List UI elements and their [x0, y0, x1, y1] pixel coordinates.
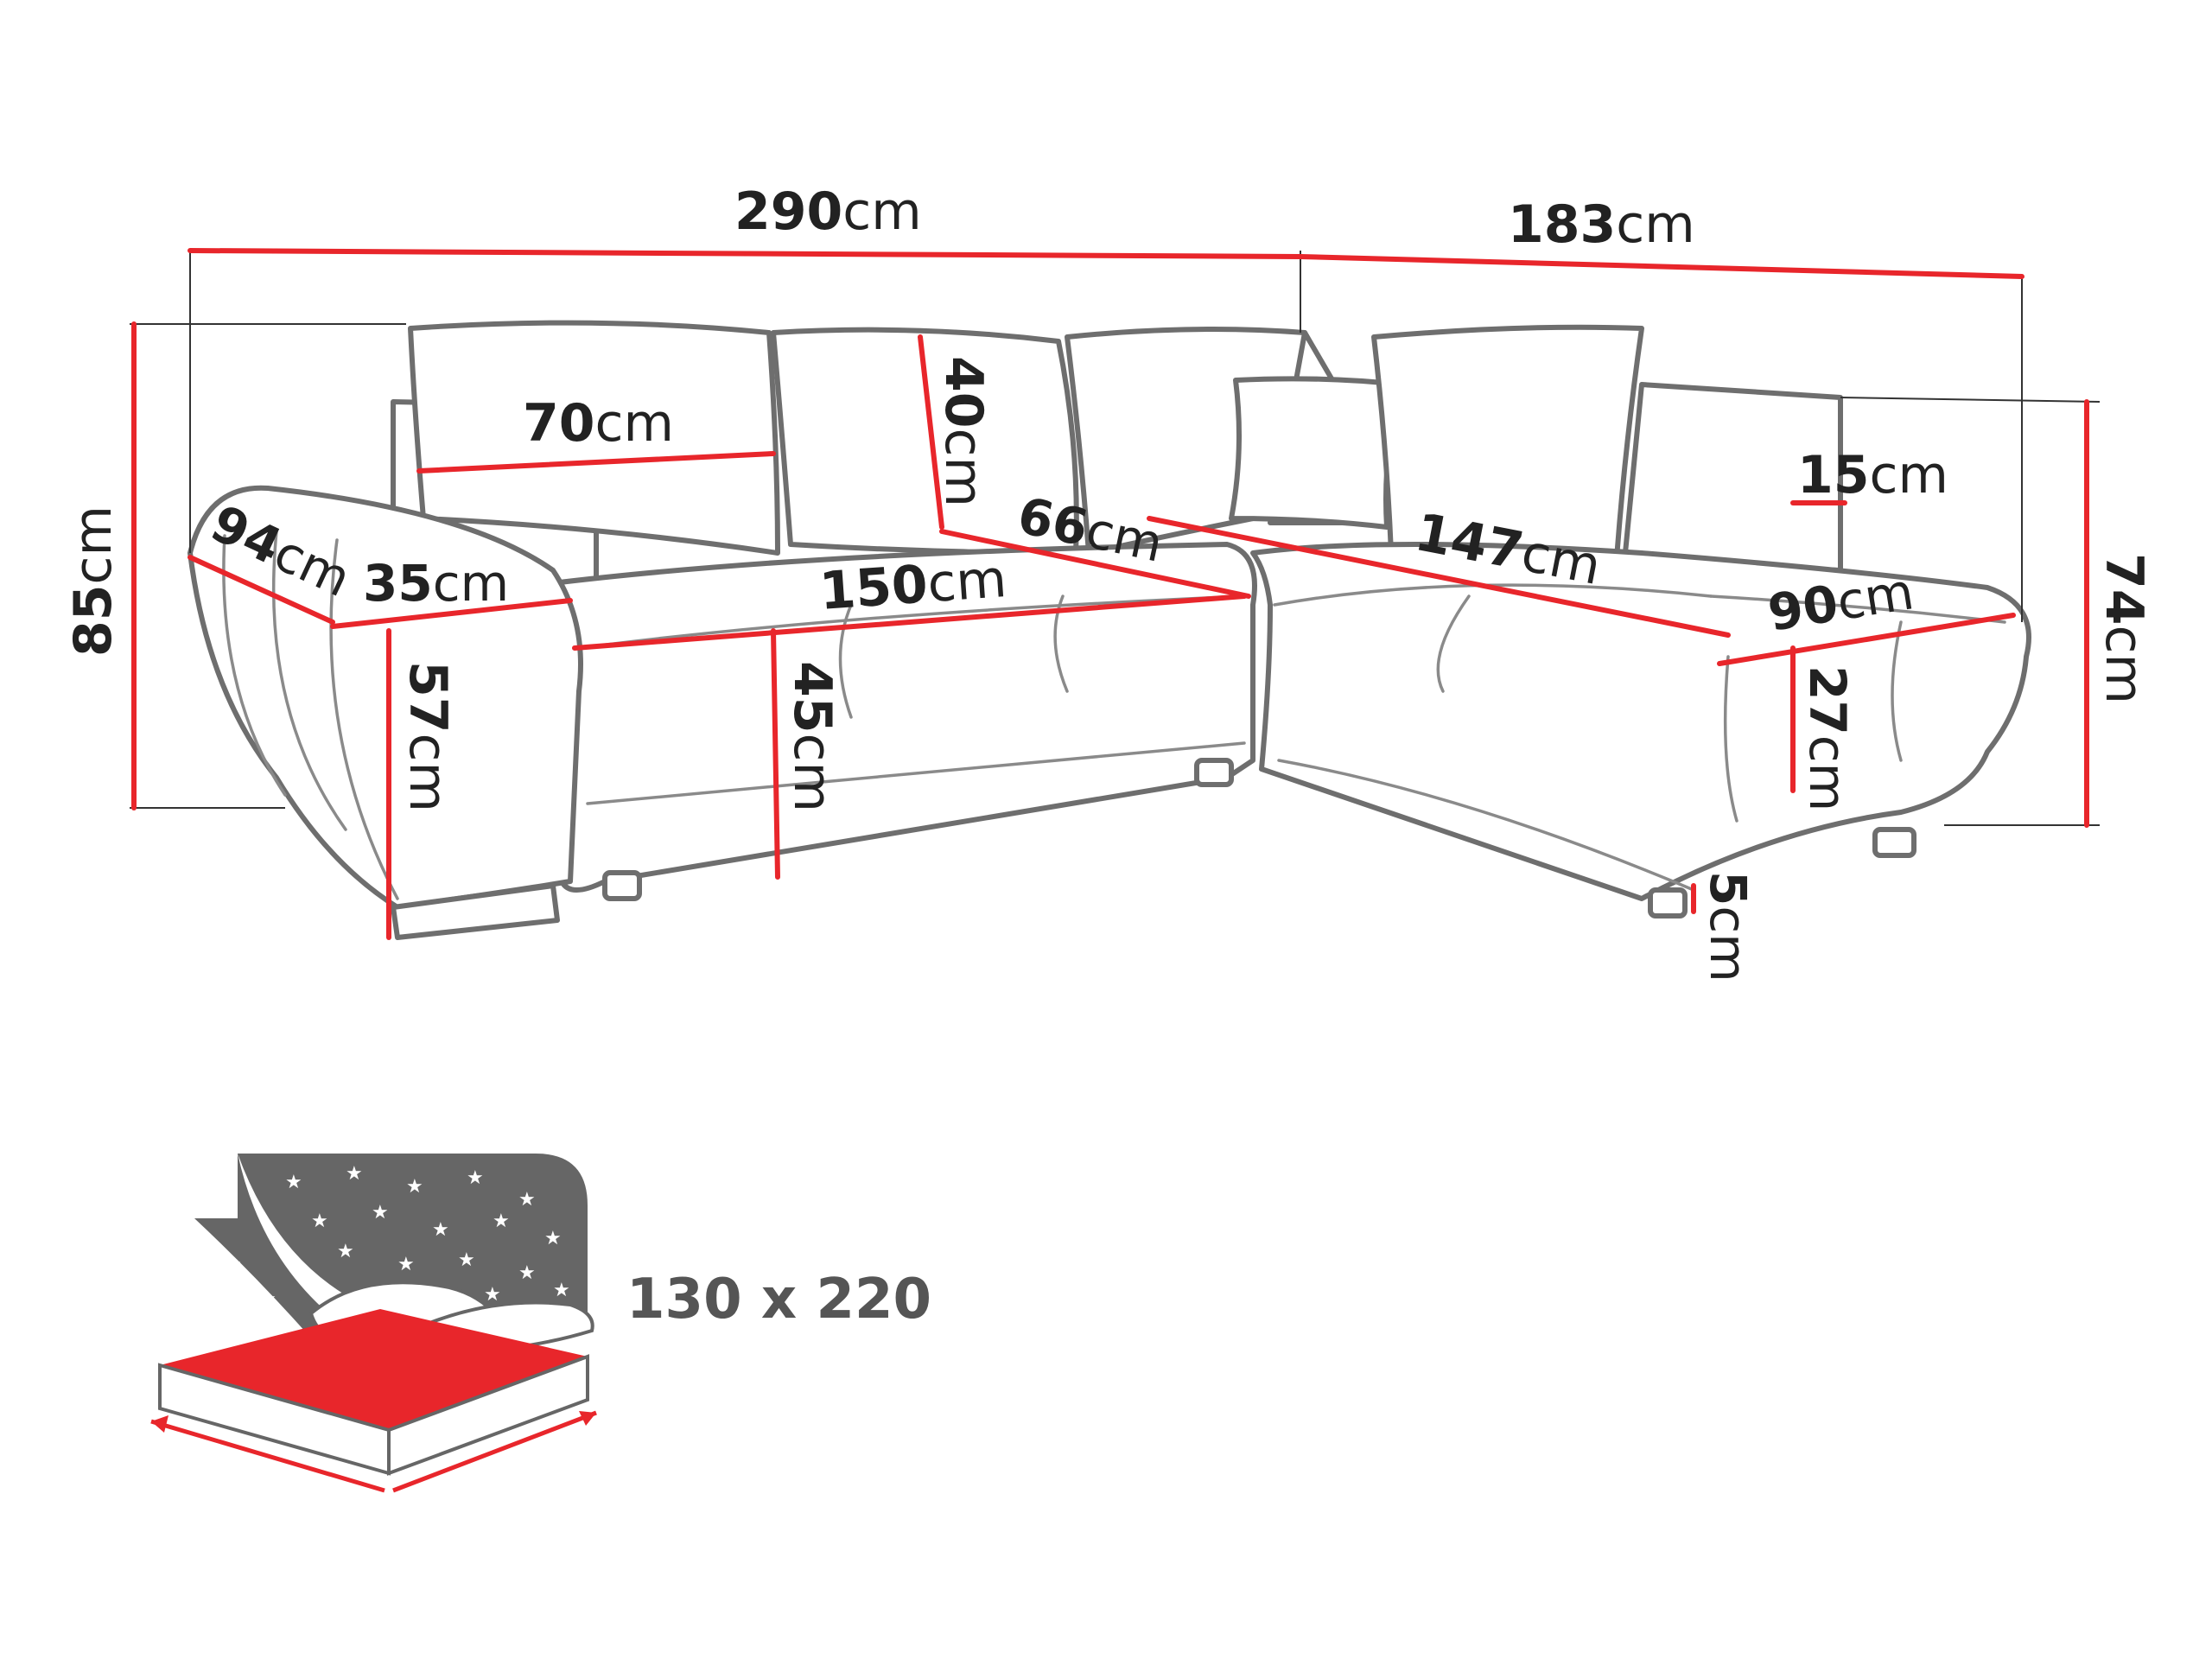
label-290: 290cm [734, 181, 922, 242]
svg-text:★: ★ [216, 1306, 233, 1327]
label-150: 150cm [817, 549, 1008, 622]
svg-text:★: ★ [432, 1219, 449, 1241]
label-183: 183cm [1508, 194, 1695, 255]
dim-line-70 [416, 451, 776, 474]
label-45: 45cm [782, 661, 842, 812]
dim-line-90 [1717, 613, 2016, 666]
svg-text:★: ★ [544, 1228, 562, 1249]
dim-line-150 [572, 594, 1247, 651]
left-plinth [391, 883, 560, 940]
leg-2 [1194, 758, 1234, 787]
label-90: 90cm [1764, 562, 1918, 643]
decor-pillow [1229, 376, 1402, 530]
svg-text:★: ★ [259, 1288, 276, 1310]
svg-text:★: ★ [493, 1211, 510, 1232]
dim-line-183 [1298, 254, 2024, 279]
dim-line-35 [330, 598, 573, 629]
leg-4 [1872, 827, 1916, 858]
arrow-length [392, 1410, 597, 1493]
dimension-labels: 290cm 183cm 85cm 74cm 70cm 40cm 94cm 35c… [63, 181, 2154, 982]
svg-text:★: ★ [346, 1163, 363, 1185]
svg-text:★: ★ [553, 1280, 570, 1301]
mattress-side-right [387, 1354, 589, 1476]
label-85: 85cm [63, 505, 124, 657]
svg-text:★: ★ [406, 1176, 423, 1198]
leg-3 [1648, 887, 1688, 918]
leg-1 [602, 870, 642, 901]
dim-line-94 [188, 555, 335, 625]
dim-line-66 [939, 529, 1251, 599]
bed-size-label: 130 x 220 [626, 1268, 931, 1332]
label-66: 66cm [1013, 486, 1168, 574]
back-cushion-1 [408, 320, 780, 556]
label-27: 27cm [1798, 665, 1857, 811]
svg-text:★: ★ [285, 1172, 302, 1193]
reference-lines [130, 251, 2101, 826]
dim-line-290 [188, 248, 1303, 259]
seat-base [516, 542, 1257, 893]
mattress-top [160, 1309, 588, 1430]
svg-text:★: ★ [337, 1241, 354, 1262]
label-35: 35cm [363, 554, 509, 613]
dimension-lines [131, 248, 2089, 940]
bed-with-pillows-icon: ★★★ ★★★ ★★★ ★★★ ★★★ ★★★ ★★ [150, 1154, 597, 1493]
arrow-width [150, 1419, 385, 1493]
sofa-drawing [188, 320, 2031, 940]
svg-text:★: ★ [518, 1262, 536, 1284]
dim-line-45 [771, 628, 780, 880]
svg-text:★: ★ [518, 1189, 536, 1211]
label-40: 40cm [933, 356, 994, 507]
dim-line-40 [918, 334, 944, 530]
svg-text:★: ★ [467, 1167, 484, 1189]
svg-text:★: ★ [484, 1284, 501, 1306]
label-70: 70cm [523, 393, 674, 454]
svg-text:★: ★ [311, 1211, 328, 1232]
label-15: 15cm [1797, 445, 1948, 505]
label-74: 74cm [2094, 553, 2154, 704]
svg-text:★: ★ [397, 1254, 415, 1275]
label-57: 57cm [397, 661, 458, 812]
svg-text:★: ★ [372, 1202, 389, 1224]
label-5: 5cm [1699, 871, 1758, 982]
svg-text:★: ★ [225, 1254, 242, 1275]
dim-line-147 [1147, 516, 1731, 638]
svg-text:★: ★ [458, 1249, 475, 1271]
